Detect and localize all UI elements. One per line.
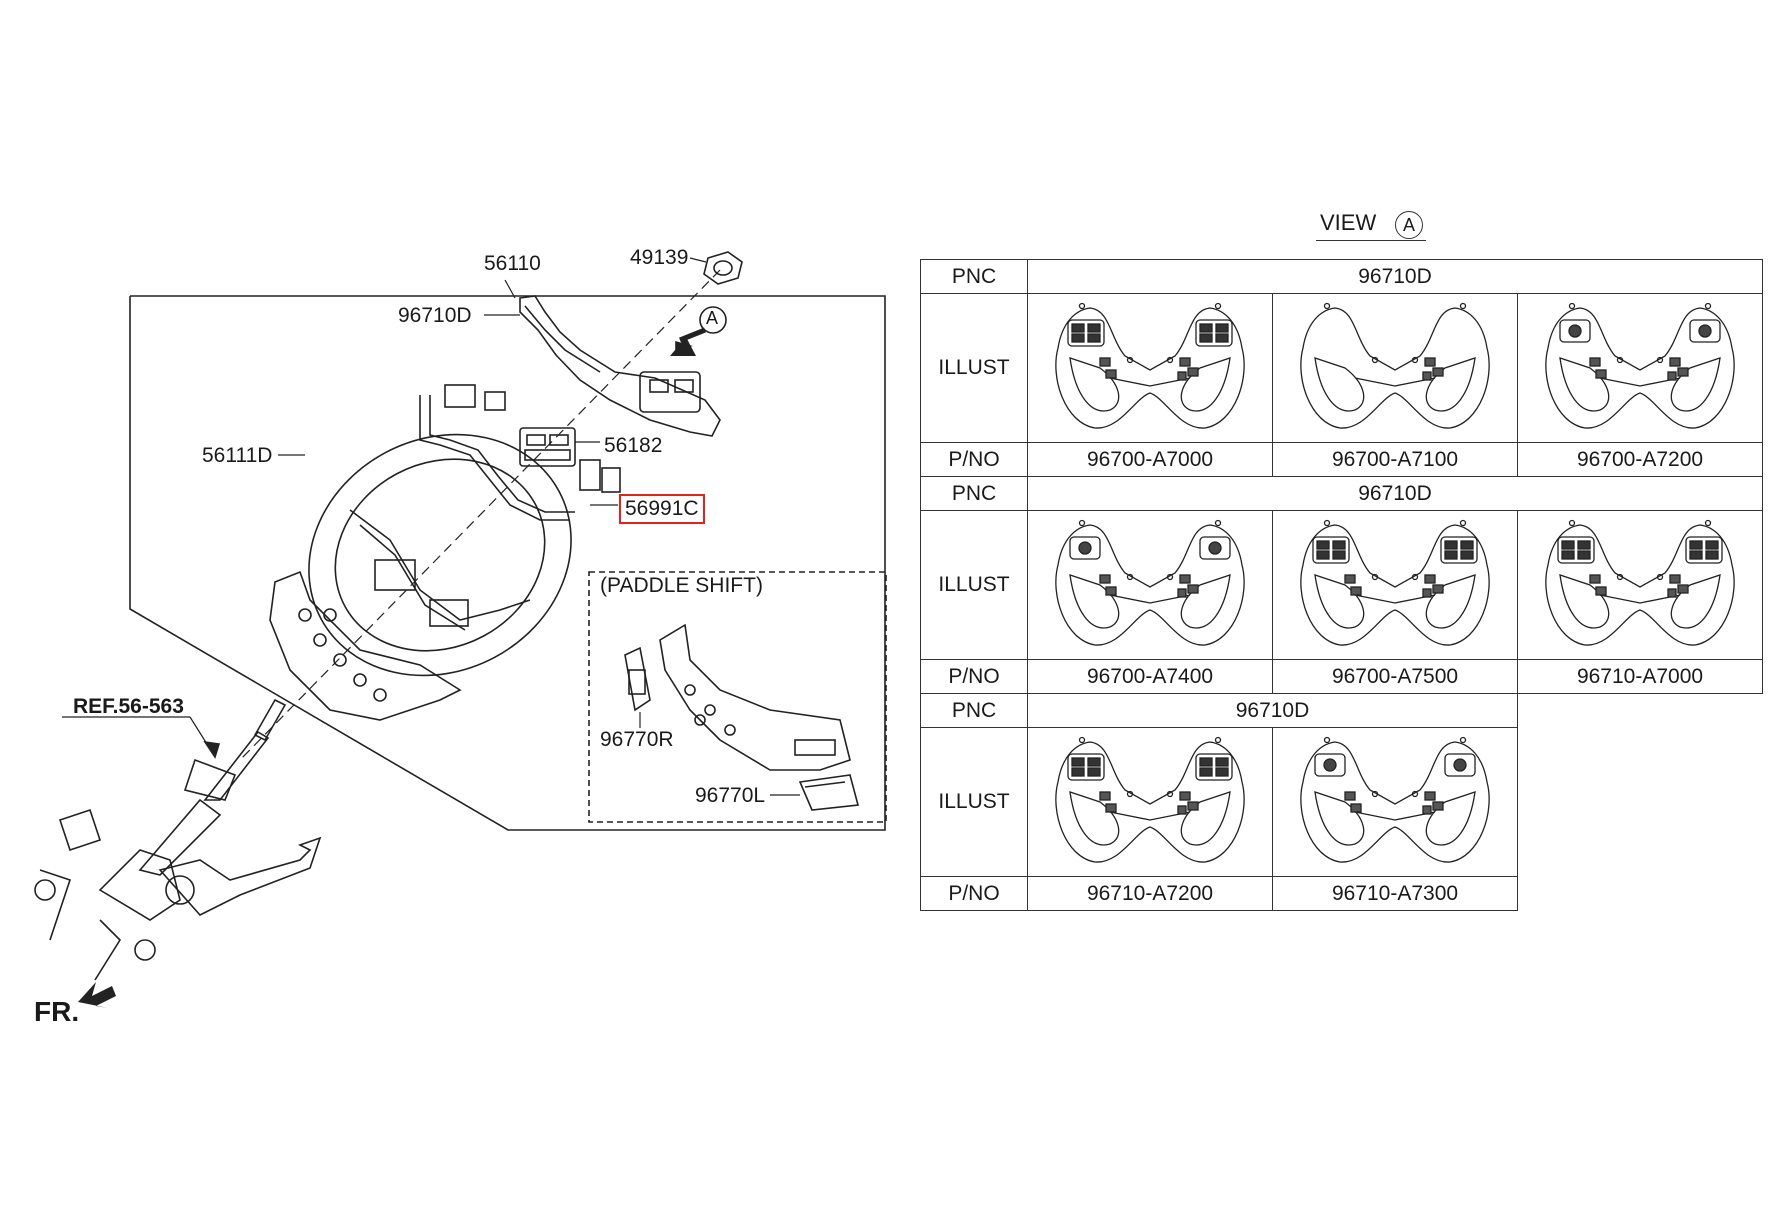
wheel-switch-illustration [1055,302,1245,429]
pnc-label: PNC [920,259,1028,294]
label-ref-56-563: REF.56-563 [73,695,184,718]
paddle-shift-box [588,571,887,823]
view-letter-circle: A [1395,211,1423,239]
wheel-switch-illustration [1055,519,1245,646]
illust-cell [1517,510,1763,660]
paddle-cover [659,623,851,771]
label-49139: 49139 [630,246,689,269]
wheel-switch-illustration [1545,302,1735,429]
view-underline [1316,240,1426,241]
label-56182: 56182 [604,434,663,457]
illust-cell [1517,293,1763,443]
wheel-switch-illustration [1300,519,1490,646]
label-96710D: 96710D [398,304,472,327]
pnc-label: PNC [920,476,1028,511]
part-number: 96700-A7000 [1027,442,1273,477]
part-number: 96700-A7400 [1027,659,1273,694]
pnc-value: 96710D [1027,476,1763,511]
illust-label: ILLUST [920,727,1028,877]
illust-label: ILLUST [920,293,1028,443]
part-number: 96700-A7500 [1272,659,1518,694]
part-number: 96700-A7200 [1517,442,1763,477]
assembly-frame [129,295,886,831]
illust-label: ILLUST [920,510,1028,660]
label-56991C-highlighted: 56991C [619,494,705,524]
part-number: 96700-A7100 [1272,442,1518,477]
pno-label: P/NO [920,442,1028,477]
steering-wheel-56111D [308,433,572,677]
paddle-96770L [798,774,860,811]
illust-cell [1272,293,1518,443]
view-title: VIEW [1320,210,1377,235]
paddle-96770R [624,646,651,712]
pno-label: P/NO [920,876,1028,911]
label-56111D: 56111D [202,444,273,467]
part-number: 96710-A7200 [1027,876,1273,911]
wheel-switch-illustration [1545,519,1735,646]
illust-cell [1272,510,1518,660]
illust-cell [1027,727,1273,877]
label-96770R: 96770R [600,728,674,751]
label-96770L: 96770L [695,784,766,807]
wheel-switch-illustration [1300,302,1490,429]
pnc-label: PNC [920,693,1028,728]
part-number: 96710-A7300 [1272,876,1518,911]
nut-49139 [703,251,743,285]
variants-table: PNC 96710D ILLUST P/NO 96700-A7000 96700… [920,259,1763,911]
part-number: 96710-A7000 [1517,659,1763,694]
view-marker-a: A [706,308,719,328]
rear-cover [269,570,462,721]
illust-cell [1027,293,1273,443]
label-paddle-shift: (PADDLE SHIFT) [600,574,763,597]
label-56110: 56110 [484,252,541,275]
front-arrow-icon [78,982,116,1008]
pnc-value: 96710D [1027,259,1763,294]
wheel-switch-illustration [1300,736,1490,863]
wheel-switch-illustration [1055,736,1245,863]
remote-switch-96710D [519,295,721,437]
switch-56182 [519,427,576,467]
illust-cell [1027,510,1273,660]
illust-cell [1272,727,1518,877]
pnc-value: 96710D [1027,693,1518,728]
steering-column [34,698,322,981]
label-front: FR. [34,996,80,1027]
pno-label: P/NO [920,659,1028,694]
